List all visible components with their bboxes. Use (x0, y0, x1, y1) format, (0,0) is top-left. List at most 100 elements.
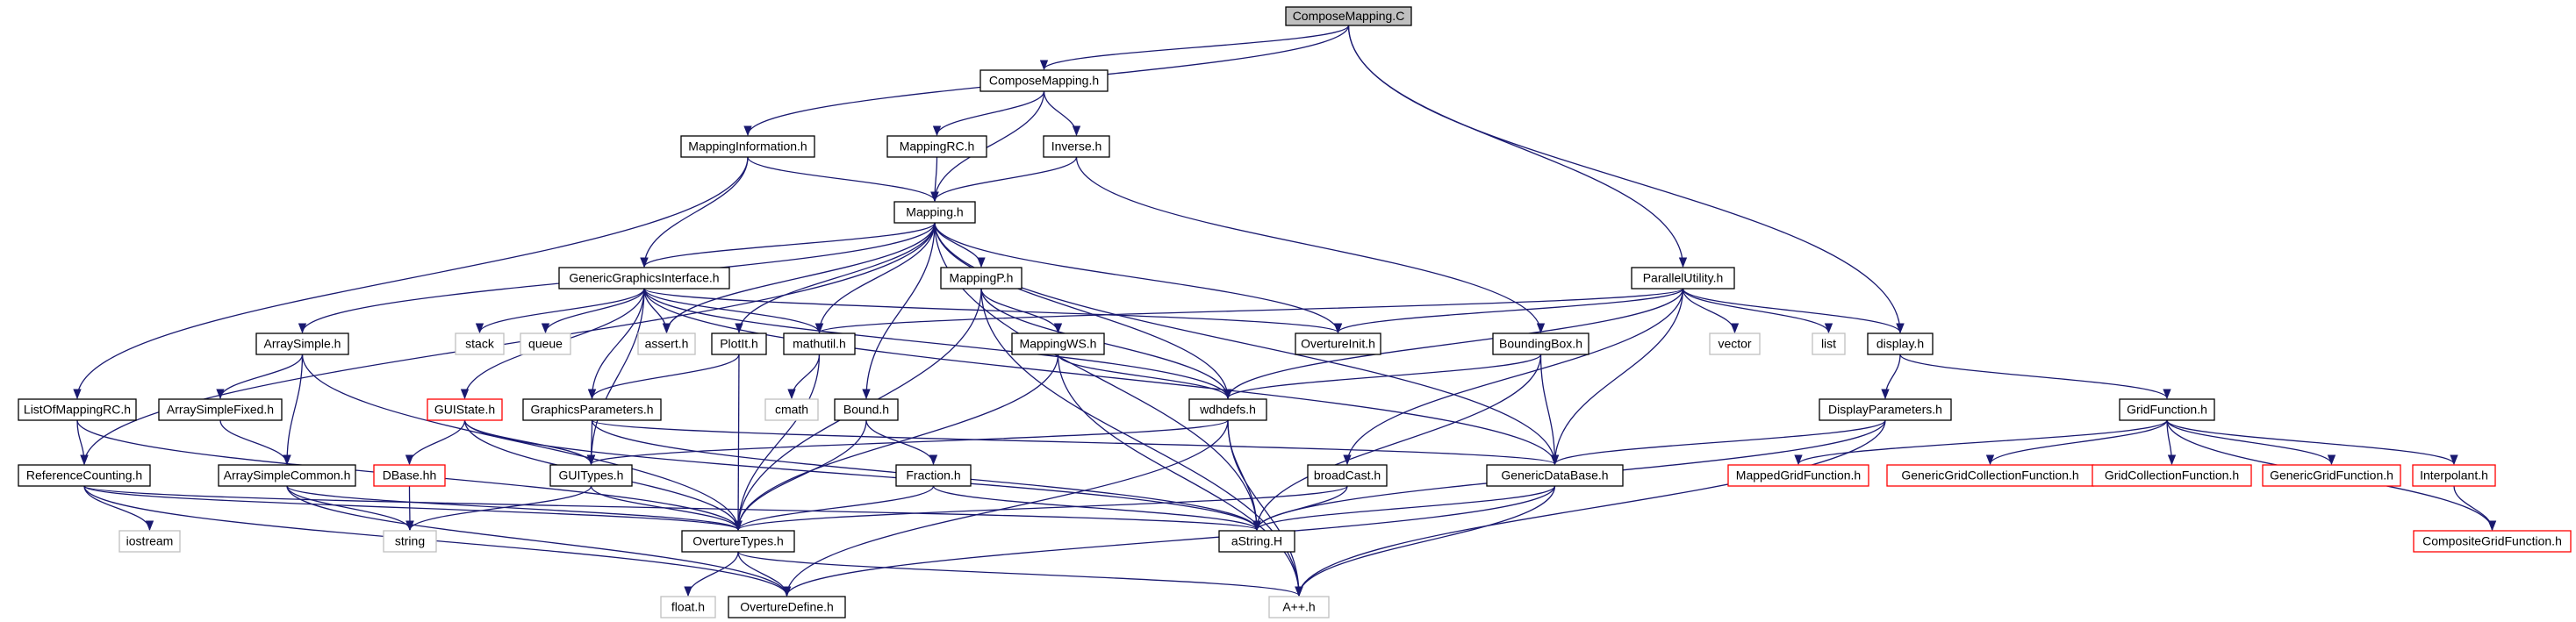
node-plotit-h[interactable]: PlotIt.h (711, 332, 767, 355)
node-astring-h[interactable]: aString.H (1218, 530, 1295, 553)
node-overtureinit-h[interactable]: OvertureInit.h (1295, 332, 1381, 355)
node-box-fraction-h[interactable] (895, 464, 972, 487)
node-genericgridfunction-h[interactable]: GenericGridFunction.h (2262, 464, 2401, 487)
node-wdhdefs-h[interactable]: wdhdefs.h (1188, 398, 1267, 421)
node-boundingbox-h[interactable]: BoundingBox.h (1492, 332, 1589, 355)
node-box-string[interactable] (383, 530, 437, 553)
node-box-float-h[interactable] (660, 596, 716, 618)
node-iostream[interactable]: iostream (118, 530, 181, 553)
node-bound-h[interactable]: Bound.h (834, 398, 899, 421)
node-float-h[interactable]: float.h (660, 596, 716, 618)
node-box-display-h[interactable] (1867, 332, 1934, 355)
node-box-gridfunction-h[interactable] (2119, 398, 2215, 421)
node-box-arraysimplefixed-h[interactable] (158, 398, 283, 421)
node-gridcollectionfunction-h[interactable]: GridCollectionFunction.h (2092, 464, 2252, 487)
node-box-iostream[interactable] (118, 530, 181, 553)
node-overturetypes-h[interactable]: OvertureTypes.h (681, 530, 795, 553)
node-mappingp-h[interactable]: MappingP.h (940, 267, 1023, 290)
node-guistate-h[interactable]: GUIState.h (427, 398, 503, 421)
node-guitypes-h[interactable]: GUITypes.h (549, 464, 633, 487)
node-listofmappingrc-h[interactable]: ListOfMappingRC.h (18, 398, 137, 421)
node-box-inverse-h[interactable] (1043, 135, 1110, 158)
node-box-cmath[interactable] (764, 398, 819, 421)
node-interpolant-h[interactable]: Interpolant.h (2412, 464, 2496, 487)
node-box-overtureinit-h[interactable] (1295, 332, 1381, 355)
node-box-guistate-h[interactable] (427, 398, 503, 421)
node-box-list[interactable] (1812, 332, 1846, 355)
node-mathutil-h[interactable]: mathutil.h (783, 332, 856, 355)
node-box-wdhdefs-h[interactable] (1188, 398, 1267, 421)
node-box-mappinginformation-h[interactable] (680, 135, 815, 158)
node-box-boundingbox-h[interactable] (1492, 332, 1589, 355)
node-vector[interactable]: vector (1709, 332, 1761, 355)
node-box-overturedefine-h[interactable] (728, 596, 846, 618)
node-box-mappingws-h[interactable] (1011, 332, 1105, 355)
node-fraction-h[interactable]: Fraction.h (895, 464, 972, 487)
node-mappingrc-h[interactable]: MappingRC.h (886, 135, 987, 158)
node-box-queue[interactable] (520, 332, 571, 355)
node-parallelutility-h[interactable]: ParallelUtility.h (1631, 267, 1735, 290)
node-string[interactable]: string (383, 530, 437, 553)
node-assert-h[interactable]: assert.h (637, 332, 696, 355)
node-box-interpolant-h[interactable] (2412, 464, 2496, 487)
node-box-arraysimple-h[interactable] (255, 332, 349, 355)
node-box-mathutil-h[interactable] (783, 332, 856, 355)
node-box-graphicsparameters-h[interactable] (522, 398, 662, 421)
node-overturedefine-h[interactable]: OvertureDefine.h (728, 596, 846, 618)
node-box-genericgraphicsinterface-h[interactable] (558, 267, 730, 290)
node-cmath[interactable]: cmath (764, 398, 819, 421)
node-arraysimplefixed-h[interactable]: ArraySimpleFixed.h (158, 398, 283, 421)
node-box-listofmappingrc-h[interactable] (18, 398, 137, 421)
node-queue[interactable]: queue (520, 332, 571, 355)
node-inverse-h[interactable]: Inverse.h (1043, 135, 1110, 158)
node-broadcast-h[interactable]: broadCast.h (1307, 464, 1388, 487)
node-box-guitypes-h[interactable] (549, 464, 633, 487)
node-displayparameters-h[interactable]: DisplayParameters.h (1819, 398, 1952, 421)
node-mapping-h[interactable]: Mapping.h (893, 201, 976, 224)
node-box-displayparameters-h[interactable] (1819, 398, 1952, 421)
node-composemapping-h[interactable]: ComposeMapping.h (979, 69, 1109, 92)
node-arraysimplecommon-h[interactable]: ArraySimpleCommon.h (218, 464, 356, 487)
node-referencecounting-h[interactable]: ReferenceCounting.h (18, 464, 151, 487)
node-a-h[interactable]: A++.h (1268, 596, 1330, 618)
node-graphicsparameters-h[interactable]: GraphicsParameters.h (522, 398, 662, 421)
node-box-stack[interactable] (455, 332, 505, 355)
node-box-composemapping-h[interactable] (979, 69, 1109, 92)
node-box-referencecounting-h[interactable] (18, 464, 151, 487)
node-box-genericgridcollectionfunction-h[interactable] (1886, 464, 2094, 487)
node-list[interactable]: list (1812, 332, 1846, 355)
node-arraysimple-h[interactable]: ArraySimple.h (255, 332, 349, 355)
node-box-plotit-h[interactable] (711, 332, 767, 355)
node-mappingws-h[interactable]: MappingWS.h (1011, 332, 1105, 355)
node-box-astring-h[interactable] (1218, 530, 1295, 553)
node-box-composemapping-c[interactable] (1285, 6, 1412, 26)
node-mappedgridfunction-h[interactable]: MappedGridFunction.h (1727, 464, 1869, 487)
node-box-overturetypes-h[interactable] (681, 530, 795, 553)
node-box-bound-h[interactable] (834, 398, 899, 421)
node-box-a-h[interactable] (1268, 596, 1330, 618)
node-composemapping-c[interactable]: ComposeMapping.C (1285, 6, 1412, 26)
node-compositegridfunction-h[interactable]: CompositeGridFunction.h (2413, 530, 2572, 553)
node-box-vector[interactable] (1709, 332, 1761, 355)
node-box-mappingp-h[interactable] (940, 267, 1023, 290)
node-box-genericgridfunction-h[interactable] (2262, 464, 2401, 487)
node-box-assert-h[interactable] (637, 332, 696, 355)
node-mappinginformation-h[interactable]: MappingInformation.h (680, 135, 815, 158)
node-box-genericdatabase-h[interactable] (1486, 464, 1624, 487)
node-box-arraysimplecommon-h[interactable] (218, 464, 356, 487)
node-box-mappingrc-h[interactable] (886, 135, 987, 158)
node-genericgraphicsinterface-h[interactable]: GenericGraphicsInterface.h (558, 267, 730, 290)
node-box-mapping-h[interactable] (893, 201, 976, 224)
node-genericgridcollectionfunction-h[interactable]: GenericGridCollectionFunction.h (1886, 464, 2094, 487)
node-box-mappedgridfunction-h[interactable] (1727, 464, 1869, 487)
node-box-dbase-hh[interactable] (373, 464, 446, 487)
node-display-h[interactable]: display.h (1867, 332, 1934, 355)
node-box-gridcollectionfunction-h[interactable] (2092, 464, 2252, 487)
node-box-compositegridfunction-h[interactable] (2413, 530, 2572, 553)
node-dbase-hh[interactable]: DBase.hh (373, 464, 446, 487)
node-box-parallelutility-h[interactable] (1631, 267, 1735, 290)
node-gridfunction-h[interactable]: GridFunction.h (2119, 398, 2215, 421)
node-box-broadcast-h[interactable] (1307, 464, 1388, 487)
node-stack[interactable]: stack (455, 332, 505, 355)
node-genericdatabase-h[interactable]: GenericDataBase.h (1486, 464, 1624, 487)
